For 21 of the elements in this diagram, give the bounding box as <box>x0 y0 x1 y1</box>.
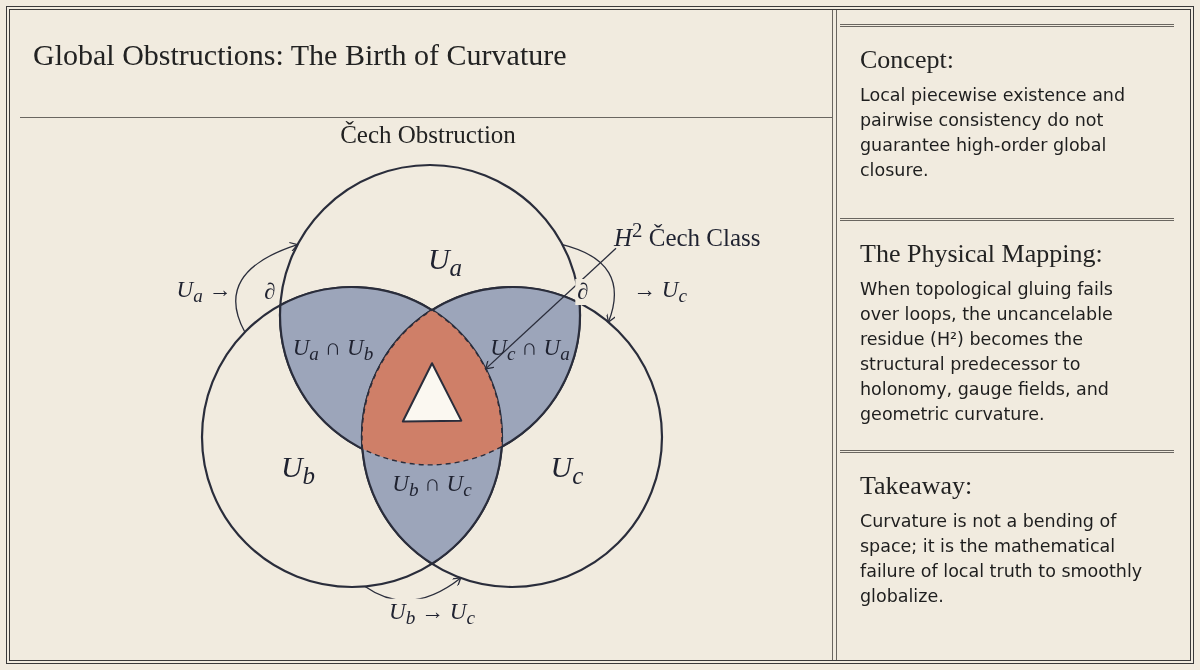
diagram-heading: Čech Obstruction <box>340 121 516 149</box>
map-label: → U$_{c}$ <box>633 276 687 308</box>
set-label: U$_{c}$ <box>550 450 584 490</box>
curved-arrow <box>235 242 299 333</box>
set-label: U$_{b}$ <box>280 450 316 490</box>
panel-text: Local piecewise existence and pairwise consistency do not guarantee high-order global closure. <box>860 84 1127 182</box>
panel-text: When topological gluing fails over loops, the uncancelable residue (H²) becomes the structural predecessor to holonomy, gauge fields, and geometric curvature. <box>860 278 1114 426</box>
panel-heading: The Physical Mapping: <box>860 239 1103 269</box>
panel-heading: Takeaway: <box>860 471 973 501</box>
panel-text: Curvature is not a bending of space; it is the mathematical failure of local truth to smoothly globalize. <box>860 510 1144 608</box>
map-label: U$_{a}$ → <box>176 276 232 308</box>
panel-heading: Concept: <box>860 45 954 75</box>
intersection-label: U$_{c}$ ∩ U$_{a}$ <box>490 334 570 366</box>
leader-line <box>485 247 617 370</box>
intersection-label: U$_{b}$ ∩ U$_{c}$ <box>392 470 472 502</box>
callout-label: H$^{2}$ Čech Class <box>614 218 761 253</box>
intersection-label: U$_{a}$ ∩ U$_{b}$ <box>292 334 374 366</box>
curved-arrow <box>561 243 616 323</box>
set-label: U$_{a}$ <box>427 242 463 282</box>
title: Global Obstructions: The Birth of Curvature <box>33 38 567 72</box>
edge-label: ∂ <box>575 279 591 305</box>
